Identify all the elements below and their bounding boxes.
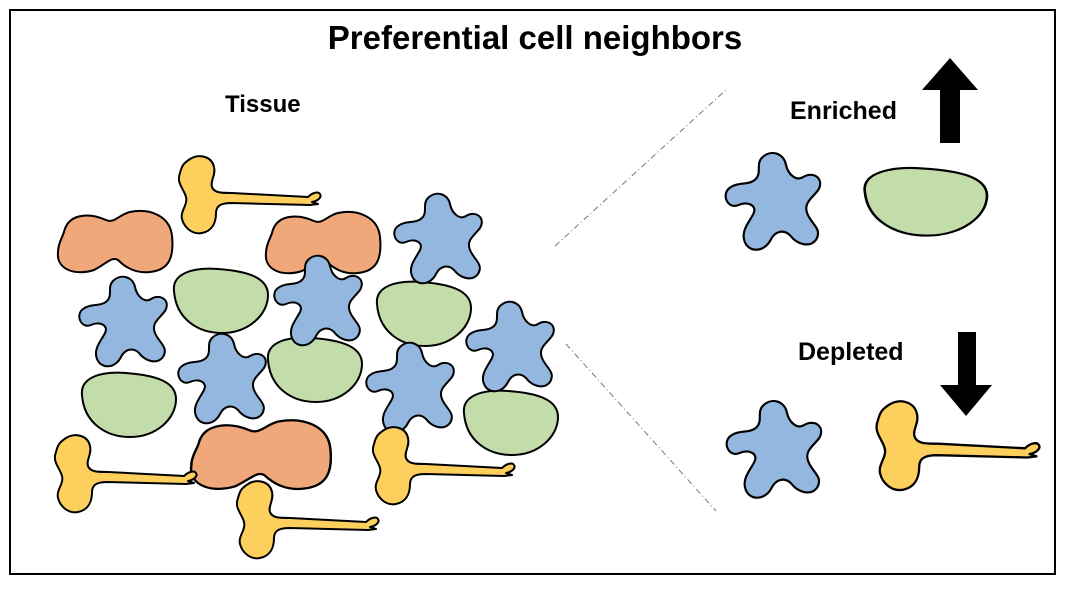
zoom-line-upper [554, 87, 729, 247]
green-cell [375, 280, 472, 347]
tissue-cells [53, 155, 559, 560]
green-cell [863, 166, 989, 237]
enriched-pair [724, 151, 989, 251]
yellow-cell [235, 480, 380, 560]
depleted-pair [725, 399, 1041, 499]
green-cell [462, 389, 559, 456]
blue-cell [725, 399, 823, 499]
blue-cell [393, 192, 483, 285]
green-cell [266, 336, 363, 403]
yellow-cell [53, 434, 198, 514]
blue-cell [465, 300, 555, 393]
depleted-label: Depleted [798, 338, 904, 366]
blue-cell [78, 275, 168, 368]
green-cell [80, 371, 177, 438]
green-cell [172, 267, 269, 334]
orange-cell [189, 419, 333, 491]
arrow-down-icon [940, 332, 992, 416]
blue-cell [724, 151, 822, 251]
arrow-up-icon [922, 58, 978, 143]
yellow-cell [875, 400, 1041, 492]
blue-cell [177, 332, 267, 425]
tissue-label: Tissue [225, 91, 301, 118]
blue-cell [365, 341, 455, 434]
zoom-line-lower [565, 343, 717, 512]
diagram-title: Preferential cell neighbors [327, 19, 743, 56]
enriched-label: Enriched [790, 97, 897, 125]
orange-cell [56, 210, 174, 274]
